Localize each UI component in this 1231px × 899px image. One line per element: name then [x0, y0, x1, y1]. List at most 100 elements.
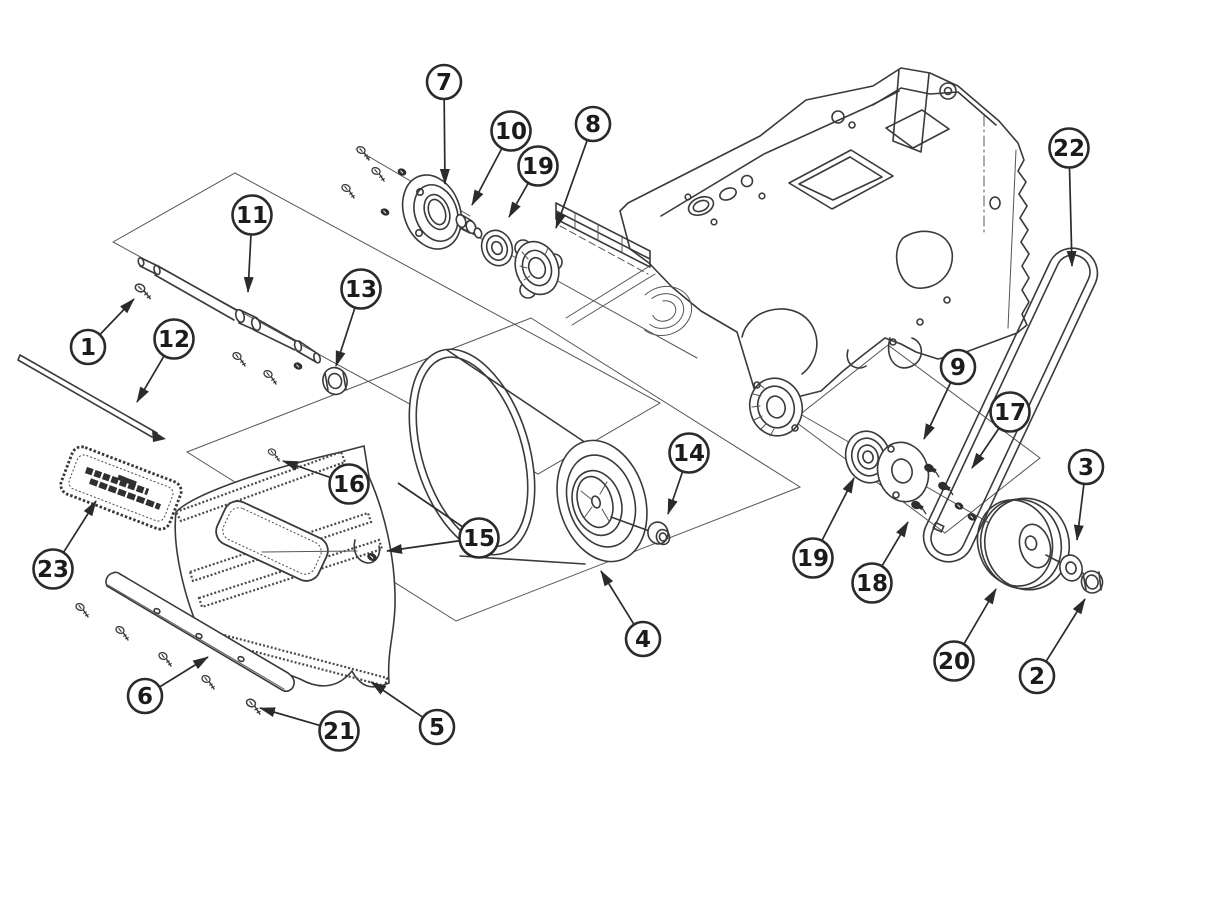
- housing-coil: [635, 285, 693, 337]
- callout-bubble: [1018, 657, 1056, 695]
- shaft-end-nut: [322, 366, 348, 396]
- callout-7: 7: [425, 63, 463, 185]
- callout-number: 15: [463, 526, 495, 552]
- scraper-bar: [105, 571, 295, 692]
- shaft-fasteners: [230, 350, 304, 386]
- shaft-bolt: [132, 282, 155, 300]
- callout-1: 1: [69, 298, 135, 366]
- callout-bubble: [490, 110, 532, 152]
- callout-leader: [397, 482, 463, 528]
- callout-16: 16: [282, 460, 370, 505]
- callout-10: 10: [471, 110, 532, 206]
- housing-axle-boss: [748, 377, 804, 437]
- callout-15: 15: [386, 482, 500, 559]
- callout-2: 2: [1018, 598, 1086, 695]
- callout-leader: [881, 521, 909, 566]
- callout-number: 18: [856, 571, 888, 597]
- callout-13: 13: [335, 268, 382, 367]
- wheel-tire: [408, 348, 653, 565]
- callout-number: 22: [1053, 136, 1085, 162]
- bearing-left: [480, 229, 514, 267]
- depth-rod: [17, 354, 166, 442]
- callout-14: 14: [667, 432, 710, 515]
- callout-leader: [600, 570, 635, 625]
- callout-22: 22: [1048, 127, 1090, 267]
- callout-leader: [63, 500, 97, 553]
- scraper-bolt: [243, 697, 266, 716]
- callout-number: 8: [585, 112, 601, 138]
- callout-number: 1: [80, 335, 96, 361]
- callout-leader: [386, 540, 459, 554]
- callout-number: 4: [635, 627, 651, 653]
- callout-bubble: [668, 432, 710, 474]
- callout-4: 4: [600, 570, 662, 658]
- callout-bubble: [318, 710, 360, 752]
- callout-bubble: [574, 105, 612, 143]
- callout-number: 19: [522, 154, 554, 180]
- callout-5: 5: [370, 681, 456, 746]
- callout-bubble: [69, 328, 107, 366]
- callout-bubble: [939, 348, 977, 386]
- callout-leader: [159, 656, 209, 688]
- callout-bubble: [340, 268, 382, 310]
- callout-23: 23: [32, 500, 97, 590]
- callout-11: 11: [231, 194, 273, 293]
- callout-number: 20: [938, 649, 970, 675]
- callout-leader: [821, 477, 855, 541]
- callout-bubble: [418, 708, 456, 746]
- callout-leader: [971, 428, 1000, 469]
- callout-leader: [1073, 484, 1085, 541]
- callout-leader: [667, 472, 684, 515]
- callout-leader: [471, 148, 503, 206]
- callout-3: 3: [1067, 448, 1105, 541]
- callout-leader: [1045, 598, 1086, 662]
- callout-number: 3: [1078, 455, 1094, 481]
- callout-bubble: [328, 463, 370, 505]
- callout-6: 6: [126, 656, 209, 715]
- drive-pulley: [976, 497, 1071, 591]
- callout-bubble: [153, 318, 195, 360]
- callout-bubble: [792, 537, 834, 579]
- callout-number: 21: [323, 719, 355, 745]
- callout-bubble: [32, 548, 74, 590]
- shield-label-plate: [59, 445, 183, 531]
- bearing-flange: [401, 174, 463, 250]
- pulley-nut: [1080, 570, 1104, 594]
- callout-bubble: [425, 63, 463, 101]
- callout-number: 13: [345, 277, 377, 303]
- pulley-washer: [1059, 554, 1083, 582]
- callout-leader: [99, 298, 135, 335]
- callout-leader: [370, 681, 423, 718]
- callout-bubble: [517, 145, 559, 187]
- callout-bubble: [1067, 448, 1105, 486]
- callout-leader: [439, 99, 450, 185]
- transmission-housing: [619, 67, 1030, 399]
- callout-leader: [243, 235, 254, 293]
- callout-leader: [555, 140, 588, 229]
- callout-21: 21: [259, 707, 360, 752]
- callout-bubble: [1048, 127, 1090, 169]
- bearing-spacer: [455, 213, 483, 239]
- callout-9: 9: [923, 348, 977, 440]
- bearing-housing-left: [514, 239, 563, 299]
- callout-leader: [282, 460, 330, 479]
- zone-frame-shaft-group: [111, 172, 662, 475]
- axle-nut: [647, 521, 671, 546]
- v-belt: [922, 247, 1099, 563]
- callout-number: 19: [797, 546, 829, 572]
- callout-number: 14: [673, 441, 705, 467]
- callout-bubble: [851, 562, 893, 604]
- frame-rails: [555, 202, 656, 326]
- callout-bubble: [458, 517, 500, 559]
- callout-bubble: [624, 620, 662, 658]
- callout-number: 11: [236, 203, 268, 229]
- tine-shaft: [137, 257, 322, 364]
- callout-number: 12: [158, 327, 190, 353]
- callout-number: 10: [495, 119, 527, 145]
- callout-number: 7: [436, 70, 452, 96]
- callout-number: 23: [37, 557, 69, 583]
- callout-leader: [1066, 168, 1077, 267]
